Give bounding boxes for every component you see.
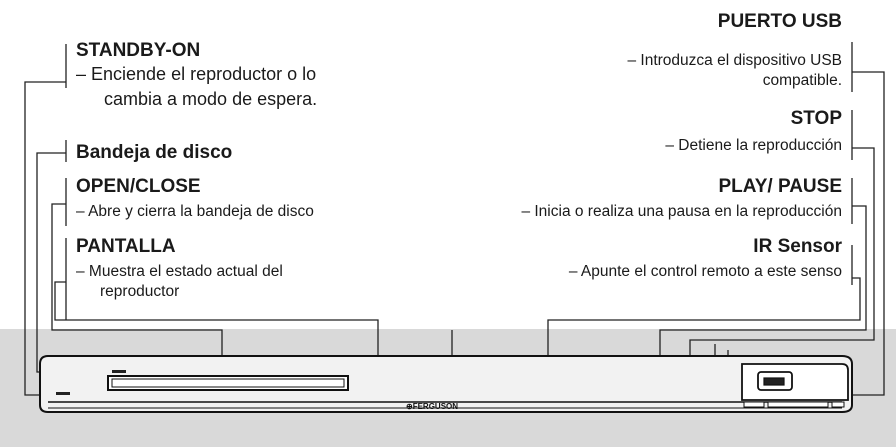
callout-stop: STOP – Detiene la reproducción	[665, 108, 842, 156]
brand-logo: ⊕FERGUSON	[406, 402, 458, 411]
playpause-desc: – Inicia o realiza una pausa en la repro…	[521, 203, 842, 220]
pantalla-title: PANTALLA	[76, 236, 176, 257]
ir-leader	[547, 245, 861, 385]
standby-desc-1: – Enciende el reproductor o lo	[76, 64, 317, 84]
stop-title: STOP	[790, 108, 842, 129]
callout-standby: STANDBY-ON – Enciende el reproductor o l…	[76, 40, 317, 112]
standby-desc-2: cambia a modo de espera.	[104, 89, 318, 109]
callout-openclose: OPEN/CLOSE – Abre y cierra la bandeja de…	[76, 176, 314, 222]
usb-leader	[851, 42, 885, 396]
ir-title: IR Sensor	[753, 236, 842, 257]
pantalla-leader	[54, 238, 379, 382]
standby-leader	[24, 44, 67, 396]
openclose-desc: – Abre y cierra la bandeja de disco	[76, 203, 314, 220]
callout-usb: PUERTO USB – Introduzca el dispositivo U…	[627, 11, 842, 91]
playpause-title: PLAY/ PAUSE	[718, 176, 842, 197]
openclose-leader	[51, 178, 223, 376]
standby-title: STANDBY-ON	[76, 40, 201, 61]
callout-playpause: PLAY/ PAUSE – Inicia o realiza una pausa…	[521, 176, 842, 222]
dvd-player-front	[39, 355, 853, 413]
usb-desc-1: – Introduzca el dispositivo USB	[627, 52, 842, 69]
playpause-leader	[659, 178, 867, 388]
callout-ir: IR Sensor – Apunte el control remoto a e…	[569, 236, 842, 282]
callout-tray: Bandeja de disco	[76, 142, 232, 164]
callout-pantalla: PANTALLA – Muestra el estado actual del …	[76, 236, 283, 302]
usb-title: PUERTO USB	[717, 11, 842, 32]
disc-tray	[107, 375, 349, 391]
ir-desc: – Apunte el control remoto a este senso	[568, 263, 842, 280]
tray-title: Bandeja de disco	[76, 142, 233, 163]
pantalla-desc-1: – Muestra el estado actual del	[76, 263, 283, 280]
openclose-title: OPEN/CLOSE	[76, 176, 201, 197]
stop-desc: – Detiene la reproducción	[665, 137, 842, 154]
pantalla-desc-2: reproductor	[100, 283, 180, 300]
usb-desc-2: compatible.	[762, 72, 842, 89]
